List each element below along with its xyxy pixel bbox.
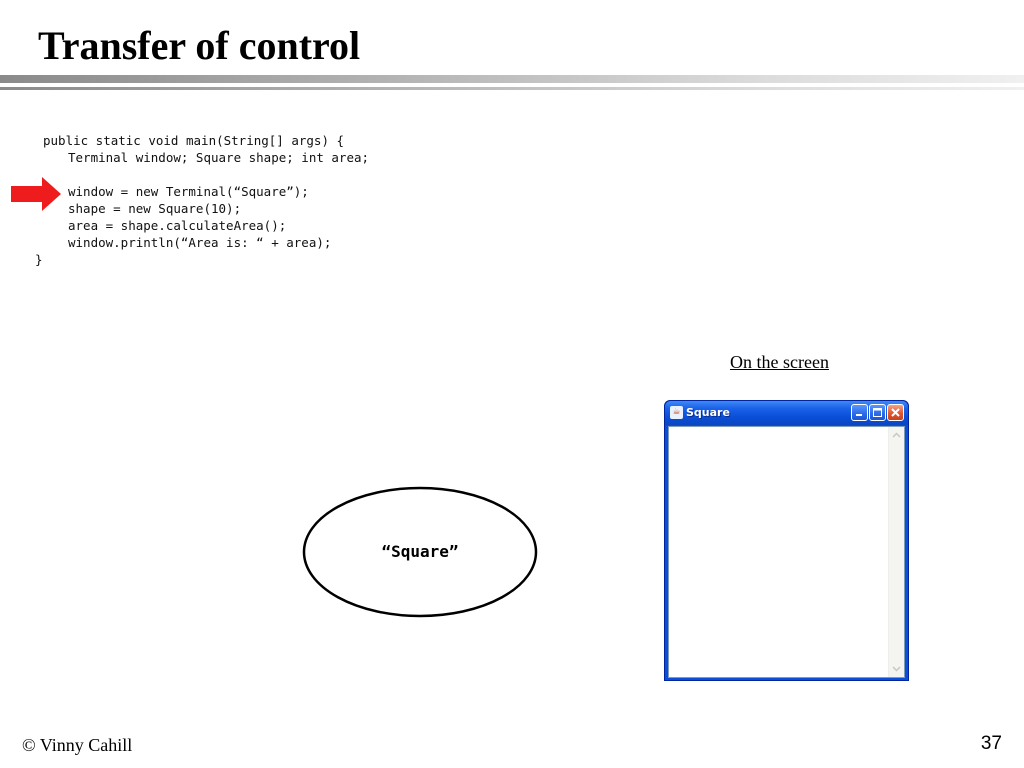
code-line: window.println(“Area is: “ + area);: [68, 235, 332, 250]
code-line: }: [35, 252, 43, 267]
title-divider-thick: [0, 75, 1024, 83]
maximize-button[interactable]: [869, 404, 886, 421]
java-app-icon[interactable]: ☕: [670, 406, 683, 419]
title-divider-thin: [0, 87, 1024, 90]
window-title: Square: [686, 406, 730, 419]
maximize-icon: [873, 408, 882, 417]
object-ellipse: “Square”: [302, 486, 538, 618]
page-number: 37: [980, 733, 1002, 754]
footer-author: © Vinny Cahill: [22, 735, 133, 755]
terminal-output-area[interactable]: [668, 426, 905, 678]
right-arrow-icon: [11, 177, 61, 211]
scroll-down-icon[interactable]: [890, 662, 903, 675]
close-button[interactable]: [887, 404, 904, 421]
vertical-scrollbar[interactable]: [888, 427, 904, 677]
close-icon: [891, 408, 900, 417]
minimize-button[interactable]: [851, 404, 868, 421]
screen-label: On the screen: [730, 352, 829, 372]
terminal-window: ☕ Square: [664, 400, 909, 681]
window-titlebar[interactable]: ☕ Square: [665, 401, 908, 425]
ellipse-shape: [302, 486, 538, 618]
object-label: “Square”: [381, 541, 459, 561]
slide-title: Transfer of control: [38, 23, 361, 68]
scroll-up-icon[interactable]: [890, 429, 903, 442]
code-line: Terminal window; Square shape; int area;: [68, 150, 370, 165]
code-line: area = shape.calculateArea();: [68, 218, 287, 233]
code-line: shape = new Square(10);: [68, 201, 242, 216]
code-line: window = new Terminal(“Square”);: [68, 184, 309, 199]
code-line: public static void main(String[] args) {: [43, 133, 345, 148]
minimize-icon: [856, 414, 862, 416]
